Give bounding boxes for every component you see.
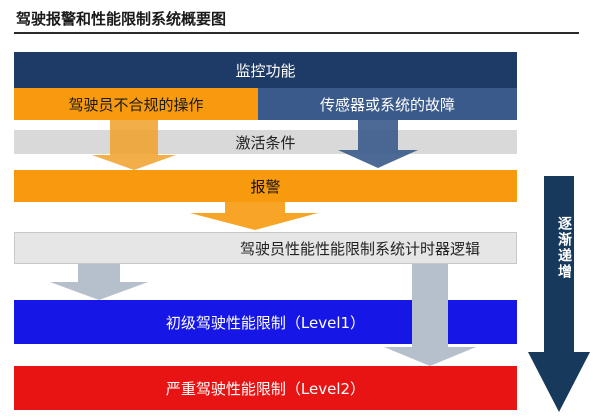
level1-box: 初级驾驶性能限制（Level1）: [14, 300, 517, 344]
diagram-title: 驾驶报警和性能限制系统概要图: [16, 10, 227, 28]
level2-label: 严重驾驶性能限制（Level2）: [165, 379, 366, 398]
sensor-fault-box: 传感器或系统的故障: [258, 88, 517, 120]
gray-arrow-left: [50, 264, 148, 300]
level2-box: 严重驾驶性能限制（Level2）: [14, 366, 517, 410]
title-underline: [14, 32, 579, 34]
orange-arrow-2: [190, 202, 318, 230]
activation-label: 激活条件: [235, 133, 296, 152]
alarm-label: 报警: [250, 177, 281, 196]
monitor-box: 监控功能: [14, 52, 517, 88]
side-label: 逐渐递增: [556, 216, 572, 280]
monitor-label: 监控功能: [235, 61, 296, 80]
sensor-fault-label: 传感器或系统的故障: [319, 95, 455, 114]
activation-box: 激活条件: [14, 130, 517, 154]
driver-violation-box: 驾驶员不合规的操作: [14, 88, 258, 120]
driver-violation-label: 驾驶员不合规的操作: [68, 95, 204, 114]
timer-logic-label: 驾驶员性能性能限制系统计时器逻辑: [239, 239, 480, 258]
side-arrow-icon: [528, 176, 590, 412]
timer-logic-box: 驾驶员性能性能限制系统计时器逻辑: [14, 232, 517, 264]
alarm-box: 报警: [14, 170, 517, 202]
level1-label: 初级驾驶性能限制（Level1）: [165, 313, 366, 332]
